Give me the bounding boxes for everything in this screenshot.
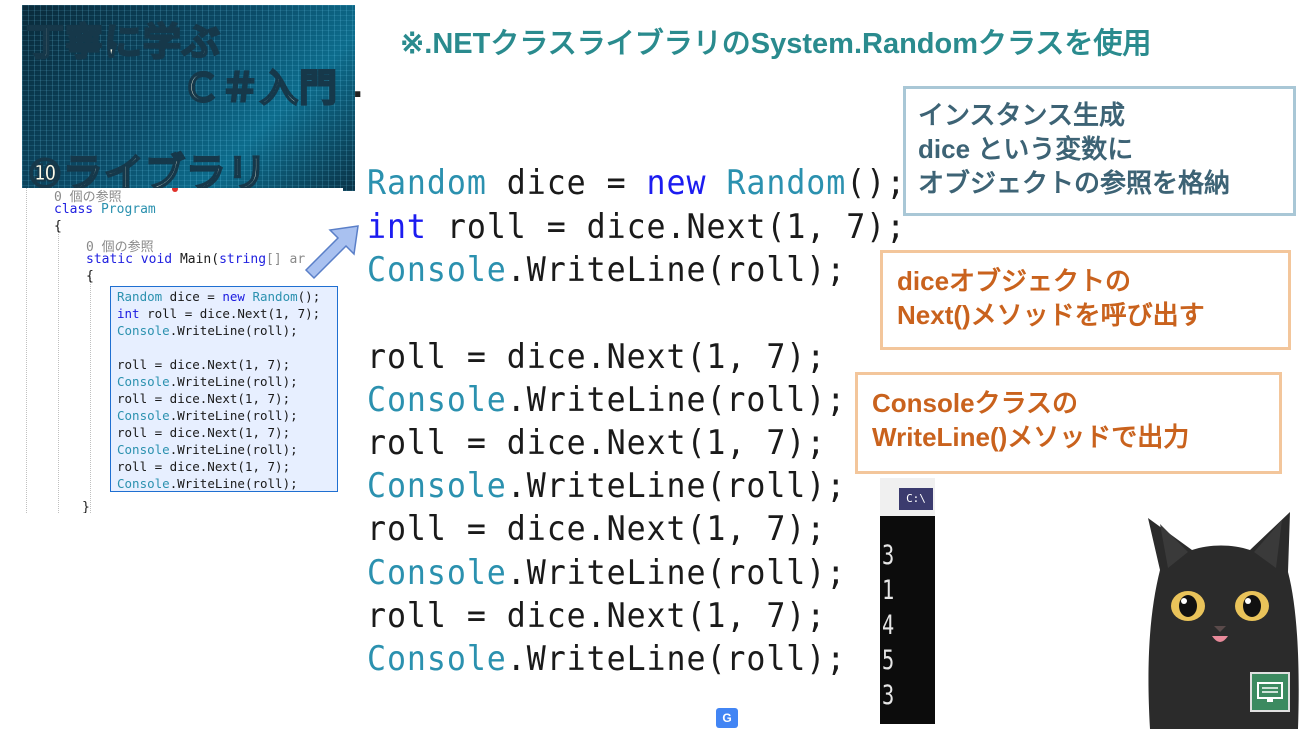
code-line-11: roll = dice.Next(1, 7); xyxy=(367,596,827,636)
console-icon: C:\ xyxy=(899,488,933,510)
brace-close: } xyxy=(82,500,90,513)
console-output: 3 1 4 5 3 xyxy=(882,540,895,711)
translate-icon[interactable]: G xyxy=(716,708,738,728)
code-line-8: Console.WriteLine(roll); xyxy=(367,466,847,506)
highlighted-code-snippet: Random dice = new Random(); int roll = d… xyxy=(110,286,338,492)
code-line-2: int roll = dice.Next(1, 7); xyxy=(367,207,907,247)
main-declaration: static void Main(string[] ar xyxy=(86,252,306,267)
code-line-10: Console.WriteLine(roll); xyxy=(367,553,847,593)
snippet-line: roll = dice.Next(1, 7); xyxy=(117,357,291,372)
code-line-6: Console.WriteLine(roll); xyxy=(367,380,847,420)
thumbnail-subtitle: Ｃ＃入門 xyxy=(181,65,339,111)
codelens-ref[interactable]: 0 個の参照 xyxy=(86,240,154,255)
code-line-5: roll = dice.Next(1, 7); xyxy=(367,337,827,377)
title-thumbnail: 丁寧に学ぶ Ｃ＃入門 ⑩ライブラリ xyxy=(22,5,355,191)
brace-open: { xyxy=(54,219,62,234)
thumbnail-chapter: ⑩ライブラリ xyxy=(27,150,268,191)
callout-instance: インスタンス生成 dice という変数に オブジェクトの参照を格納 xyxy=(903,86,1296,216)
snippet-line: int roll = dice.Next(1, 7); xyxy=(117,306,321,321)
arrow-icon xyxy=(304,225,359,280)
code-line-7: roll = dice.Next(1, 7); xyxy=(367,423,827,463)
code-line-12: Console.WriteLine(roll); xyxy=(367,639,847,679)
codelens-ref[interactable]: 0 個の参照 xyxy=(54,190,122,205)
thumbnail-dot: . xyxy=(352,70,364,105)
code-line-3: Console.WriteLine(roll); xyxy=(367,250,847,290)
snippet-line: Console.WriteLine(roll); xyxy=(117,408,298,423)
console-titlebar[interactable]: C:\ xyxy=(880,478,935,516)
thumbnail-title: 丁寧に学ぶ xyxy=(25,19,222,65)
snippet-line: Random dice = new Random(); xyxy=(117,289,321,304)
console-window: C:\ 3 1 4 5 3 xyxy=(880,478,935,724)
slide-heading: ※.NETクラスライブラリのSystem.Randomクラスを使用 xyxy=(400,28,1152,60)
screen-icon[interactable] xyxy=(1250,672,1290,712)
callout-writeline: Consoleクラスの WriteLine()メソッドで出力 xyxy=(855,372,1282,474)
callout-next-method: diceオブジェクトの Next()メソッドを呼び出す xyxy=(880,250,1291,350)
snippet-line: Console.WriteLine(roll); xyxy=(117,476,298,491)
code-line-1: Random dice = new Random(); xyxy=(367,163,907,203)
snippet-line: roll = dice.Next(1, 7); xyxy=(117,391,291,406)
class-declaration: class Program xyxy=(54,202,156,217)
snippet-line: Console.WriteLine(roll); xyxy=(117,374,298,389)
code-line-9: roll = dice.Next(1, 7); xyxy=(367,509,827,549)
snippet-line: roll = dice.Next(1, 7); xyxy=(117,425,291,440)
brace-open: { xyxy=(86,269,94,284)
breakpoint-dot xyxy=(172,188,178,192)
snippet-line: Console.WriteLine(roll); xyxy=(117,323,298,338)
snippet-line: Console.WriteLine(roll); xyxy=(117,442,298,457)
snippet-line: roll = dice.Next(1, 7); xyxy=(117,459,291,474)
